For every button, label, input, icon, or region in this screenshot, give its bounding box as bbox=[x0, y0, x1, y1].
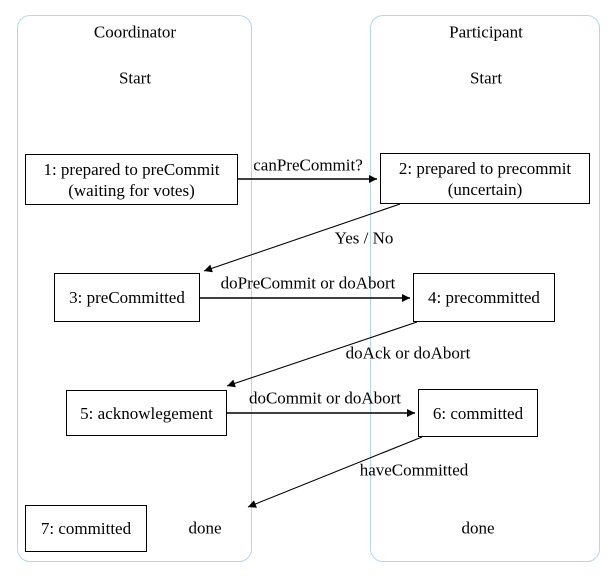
state-node-1-prepared-to-precommit: 1: prepared to preCommit (waiting for vo… bbox=[25, 154, 238, 205]
state-node-7-committed: 7: committed bbox=[25, 505, 147, 552]
state-node-3-precommitted: 3: preCommitted bbox=[54, 273, 200, 322]
edge-label-havecommitted: haveCommitted bbox=[359, 460, 469, 480]
participant-done-label: done bbox=[461, 518, 495, 538]
edge-label-doack-or-doabort: doAck or doAbort bbox=[345, 343, 471, 363]
edge-label-doprecommit-or-doabort: doPreCommit or doAbort bbox=[220, 273, 396, 293]
state-node-2-line2: (uncertain) bbox=[447, 179, 523, 199]
coordinator-start-label: Start bbox=[118, 68, 152, 88]
participant-lane-title: Participant bbox=[449, 22, 523, 42]
state-node-1-line2: (waiting for votes) bbox=[68, 180, 195, 200]
edge-havecommitted-arrow bbox=[247, 436, 423, 508]
state-node-7-label: 7: committed bbox=[40, 519, 132, 538]
participant-start-label: Start bbox=[469, 68, 503, 88]
coordinator-lane-title: Coordinator bbox=[93, 22, 177, 42]
lane-participant bbox=[370, 15, 600, 562]
edge-label-yes-no: Yes / No bbox=[334, 228, 394, 248]
coordinator-done-label: done bbox=[188, 518, 222, 538]
state-node-2-line1: 2: prepared to precommit bbox=[398, 158, 572, 178]
state-node-4-label: 4: precommitted bbox=[428, 288, 540, 307]
state-node-6-label: 6: committed bbox=[432, 403, 524, 423]
edge-doack-arrow bbox=[226, 321, 418, 388]
state-node-2-prepared-to-precommit: 2: prepared to precommit (uncertain) bbox=[380, 153, 590, 204]
state-node-1-line1: 1: prepared to preCommit bbox=[43, 159, 220, 179]
edge-label-docommit-or-doabort: doCommit or doAbort bbox=[248, 388, 402, 408]
state-node-4-precommitted: 4: precommitted bbox=[413, 273, 555, 322]
lane-coordinator bbox=[17, 15, 252, 562]
edge-label-canprecommit: canPreCommit? bbox=[253, 155, 363, 175]
state-node-6-committed: 6: committed bbox=[418, 389, 538, 437]
edge-yesno-arrow bbox=[203, 203, 401, 273]
state-node-3-label: 3: preCommitted bbox=[69, 288, 185, 307]
state-node-5-label: 5: acknowlegement bbox=[80, 403, 213, 423]
state-node-5-acknowledgement: 5: acknowlegement bbox=[66, 390, 227, 436]
